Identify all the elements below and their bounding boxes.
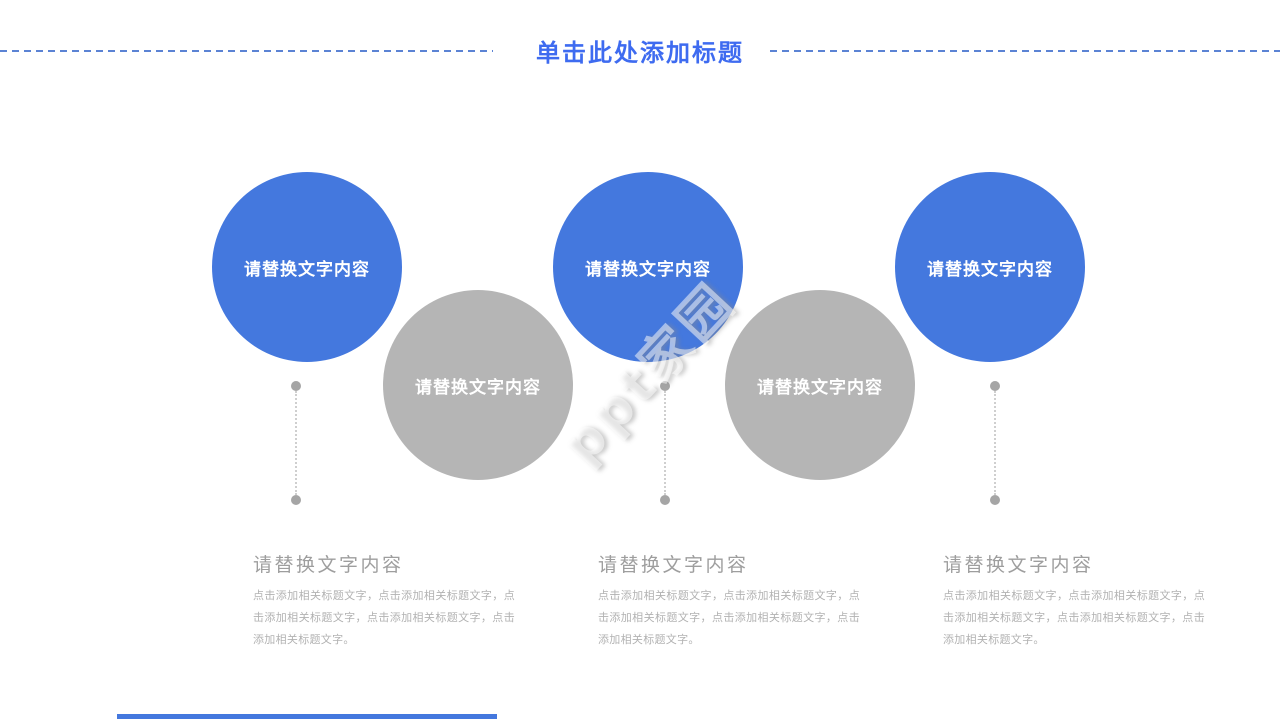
text-block-3-body: 点击添加相关标题文字，点击添加相关标题文字，点击添加相关标题文字，点击添加相关标… bbox=[943, 589, 1205, 646]
connector-2-top-dot bbox=[660, 381, 670, 391]
step-circle-4-label: 请替换文字内容 bbox=[757, 377, 883, 398]
text-block-2-heading: 请替换文字内容 bbox=[598, 554, 749, 576]
connector-2 bbox=[660, 381, 670, 505]
connector-1-dotted-line bbox=[295, 391, 297, 495]
step-circle-1[interactable]: 请替换文字内容 bbox=[212, 172, 402, 362]
connector-3-dotted-line bbox=[994, 391, 996, 495]
connector-1-top-dot bbox=[291, 381, 301, 391]
text-block-3[interactable]: 请替换文字内容 点击添加相关标题文字，点击添加相关标题文字，点击添加相关标题文字… bbox=[943, 550, 1205, 651]
connector-3-bottom-dot bbox=[990, 495, 1000, 505]
step-circle-4[interactable]: 请替换文字内容 bbox=[725, 290, 915, 480]
connector-2-bottom-dot bbox=[660, 495, 670, 505]
bottom-accent-bar bbox=[117, 714, 497, 719]
text-block-1[interactable]: 请替换文字内容 点击添加相关标题文字，点击添加相关标题文字，点击添加相关标题文字… bbox=[253, 550, 515, 651]
step-circle-2-label: 请替换文字内容 bbox=[415, 377, 541, 398]
text-block-3-heading: 请替换文字内容 bbox=[943, 554, 1094, 576]
connector-1 bbox=[291, 381, 301, 505]
title-dash-right bbox=[770, 50, 1280, 52]
text-block-1-body: 点击添加相关标题文字，点击添加相关标题文字，点击添加相关标题文字，点击添加相关标… bbox=[253, 589, 515, 646]
step-circle-5[interactable]: 请替换文字内容 bbox=[895, 172, 1085, 362]
slide-title-placeholder[interactable]: 单击此处添加标题 bbox=[536, 39, 744, 67]
connector-3-top-dot bbox=[990, 381, 1000, 391]
step-circle-3-label: 请替换文字内容 bbox=[585, 259, 711, 280]
step-circle-2[interactable]: 请替换文字内容 bbox=[383, 290, 573, 480]
step-circle-1-label: 请替换文字内容 bbox=[244, 259, 370, 280]
text-block-2-body: 点击添加相关标题文字，点击添加相关标题文字，点击添加相关标题文字，点击添加相关标… bbox=[598, 589, 860, 646]
connector-2-dotted-line bbox=[664, 391, 666, 495]
text-block-1-heading: 请替换文字内容 bbox=[253, 554, 404, 576]
title-dash-left bbox=[0, 50, 493, 52]
connector-1-bottom-dot bbox=[291, 495, 301, 505]
step-circle-3[interactable]: 请替换文字内容 bbox=[553, 172, 743, 362]
text-block-2[interactable]: 请替换文字内容 点击添加相关标题文字，点击添加相关标题文字，点击添加相关标题文字… bbox=[598, 550, 860, 651]
step-circle-5-label: 请替换文字内容 bbox=[927, 259, 1053, 280]
connector-3 bbox=[990, 381, 1000, 505]
